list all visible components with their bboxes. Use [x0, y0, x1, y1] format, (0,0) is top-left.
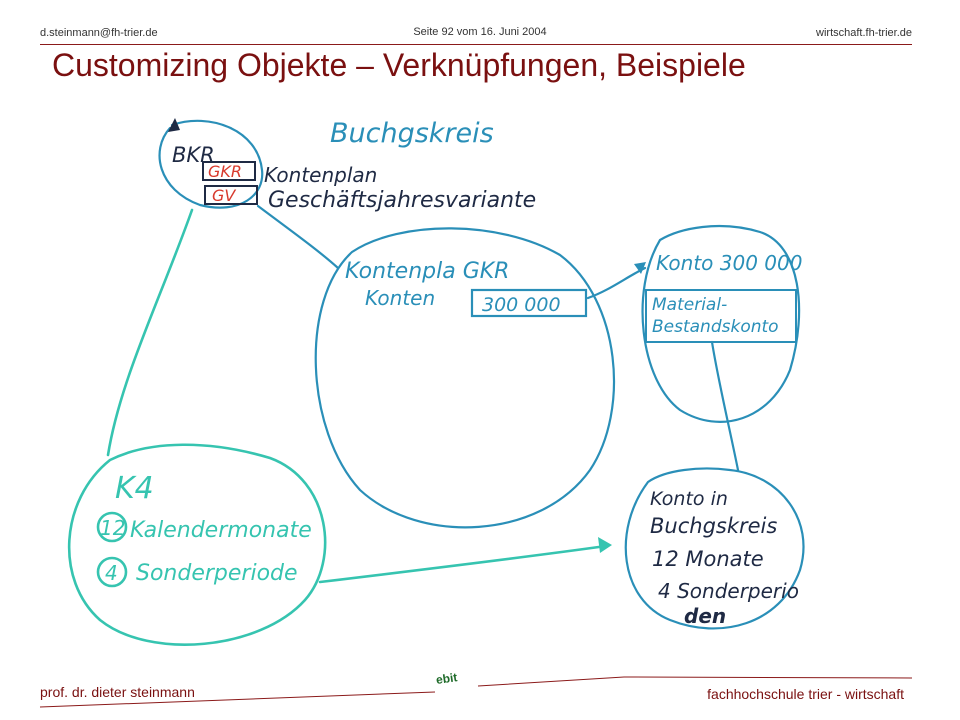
- sonderperiode-label: Sonderperiode: [136, 561, 298, 586]
- konto-300000-box: [470, 288, 588, 318]
- gv-tag: GV: [212, 186, 236, 205]
- kontenplan-title: Kontenpla GKR: [345, 259, 509, 284]
- buchungskreis-cluster: Buchgskreis BKR GKR GV Kontenplan Geschä…: [158, 118, 536, 213]
- header-divider: [40, 44, 912, 45]
- bestandskonto-line2: Bestandskonto: [652, 317, 779, 337]
- header-website: wirtschaft.fh-trier.de: [816, 27, 912, 39]
- ebit-logo: ebit: [435, 670, 459, 687]
- footer-author: prof. dr. dieter steinmann: [40, 684, 195, 700]
- konto-cluster: Konto 300 000 Material- Bestandskonto: [641, 224, 802, 423]
- bkr-circle: [158, 119, 264, 209]
- header-page-info: Seite 92 vom 16. Juni 2004: [413, 26, 547, 38]
- k4-label: K4: [115, 471, 154, 506]
- footer-line-right: [477, 676, 913, 687]
- gkr-tag: GKR: [208, 162, 242, 181]
- buchungskreis-heading: Buchgskreis: [330, 118, 494, 149]
- bestandskonto-line1: Material-: [652, 295, 727, 315]
- header-email: d.steinmann@fh-trier.de: [40, 27, 158, 39]
- arrowhead-icon: [634, 262, 646, 274]
- konto-title: Konto 300 000: [656, 251, 802, 275]
- kontenplan-circle: [314, 227, 616, 529]
- number-circle-4: [96, 556, 128, 588]
- bestandskonto-box: [645, 289, 797, 343]
- connector-bkr-k4: [106, 208, 194, 457]
- gkr-box: [202, 161, 256, 181]
- connector-k4-konto: [318, 544, 608, 584]
- konto-bk-circle: [624, 467, 805, 630]
- konto-bk-line5: den: [684, 604, 726, 628]
- arrowhead-icon: [598, 537, 612, 553]
- slide-title: Customizing Objekte – Verknüpfungen, Bei…: [52, 47, 746, 83]
- konten-label: Konten: [365, 286, 435, 310]
- connector-konto-bk: [710, 340, 740, 472]
- footer-line-left: [39, 691, 436, 708]
- connector-bkr-kontenplan: [256, 204, 340, 270]
- gjv-label: Geschäftsjahresvariante: [268, 188, 536, 213]
- konto-300000-label: 300 000: [482, 294, 561, 316]
- konto-bk-cluster: Konto in Buchgskreis 12 Monate 4 Sonderp…: [624, 467, 805, 630]
- k4-number-4: 4: [105, 561, 118, 585]
- konto-bk-line4: 4 Sonderperio: [658, 579, 799, 603]
- number-circle-12: [96, 511, 128, 543]
- konto-circle: [641, 224, 801, 423]
- k4-cluster: K4 12 Kalendermonate 4 Sonderperiode: [67, 443, 327, 646]
- konto-bk-line3: 12 Monate: [652, 547, 764, 571]
- footer-institution: fachhochschule trier - wirtschaft: [707, 686, 904, 702]
- kontenplan-cluster: Kontenpla GKR Konten 300 000: [314, 227, 616, 529]
- konto-bk-line1: Konto in: [650, 488, 728, 510]
- konto-bk-line2: Buchgskreis: [650, 514, 777, 538]
- kontenplan-label: Kontenplan: [264, 163, 377, 187]
- arrowhead-icon: [168, 118, 180, 132]
- k4-number-12: 12: [100, 516, 125, 540]
- gv-box: [204, 185, 258, 205]
- k4-circle: [67, 443, 327, 646]
- kalendermonate-label: Kalendermonate: [130, 518, 312, 543]
